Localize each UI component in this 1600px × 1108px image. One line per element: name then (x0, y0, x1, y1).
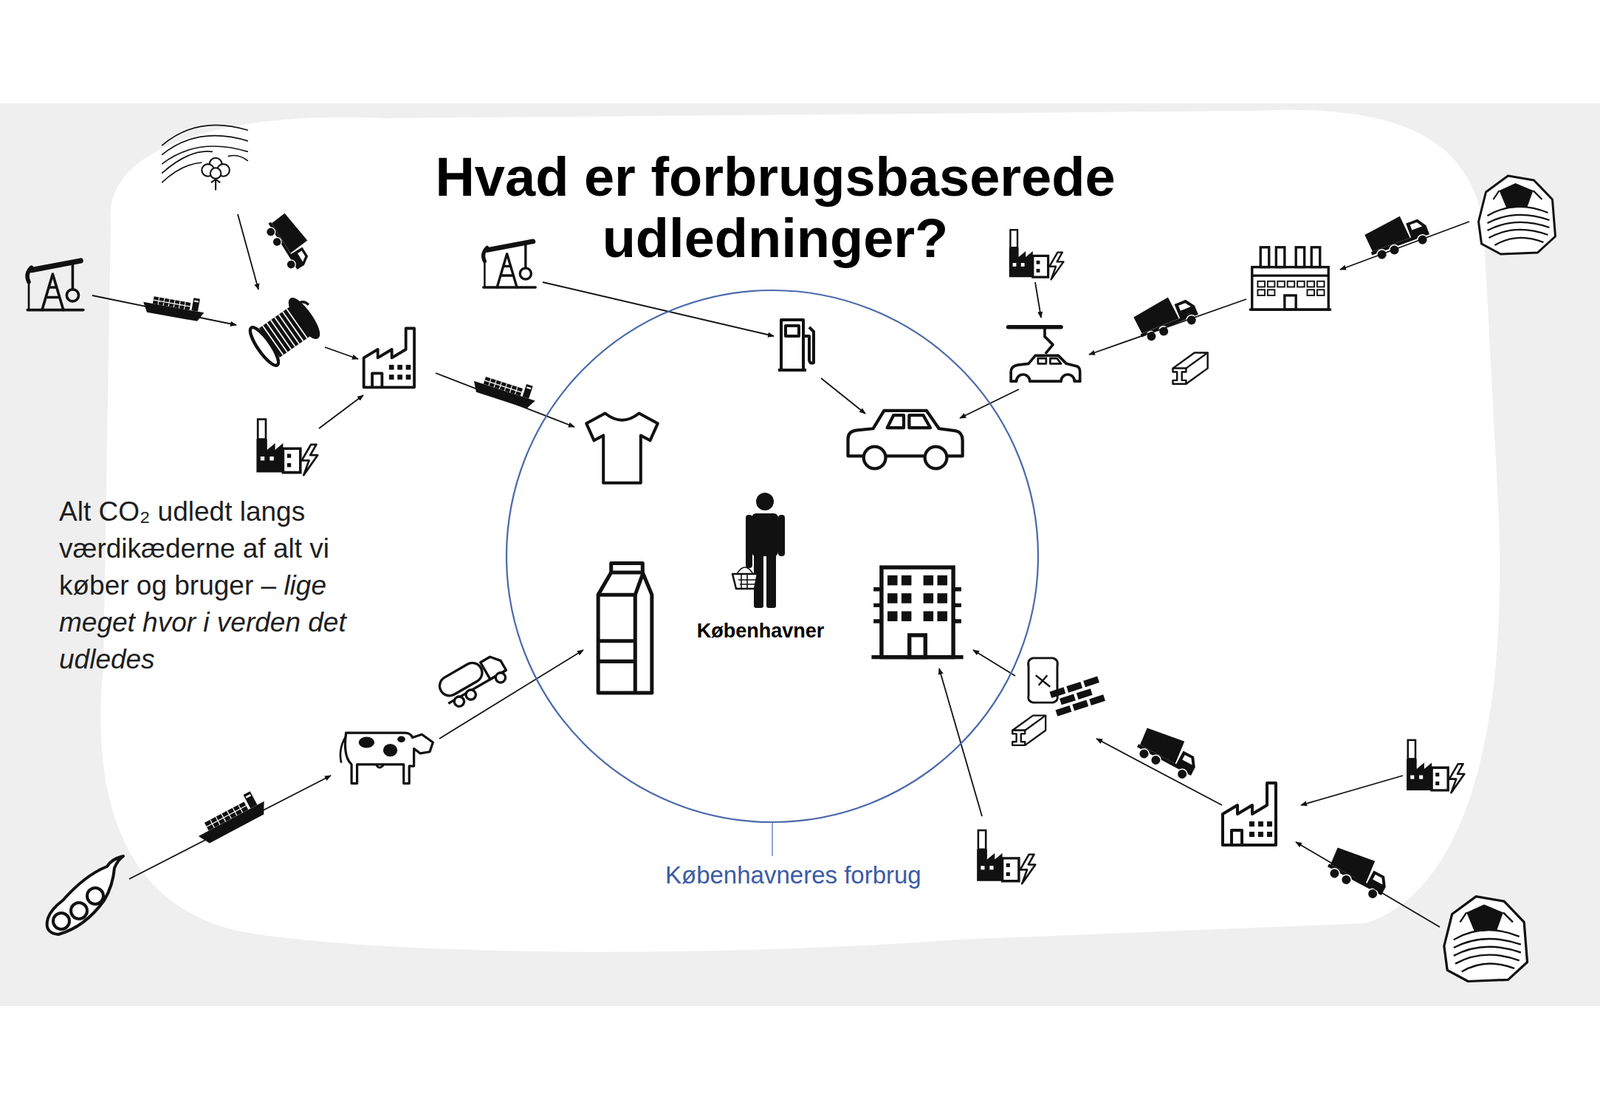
bricks-icon (1049, 675, 1105, 716)
person-icon (732, 492, 785, 608)
arrow (237, 214, 259, 290)
factory-icon (1222, 782, 1276, 845)
circle-outline (505, 288, 1040, 824)
factory-icon (364, 328, 415, 388)
oil-pump-icon (483, 241, 537, 288)
car-icon (848, 410, 963, 469)
arrow (1089, 299, 1247, 355)
arrow (939, 668, 983, 816)
yarn-spool-icon (245, 296, 323, 369)
oil-pump-icon (27, 260, 84, 311)
power-plant-icon (1009, 229, 1064, 280)
truck-icon (1362, 208, 1433, 263)
car-assembly-icon (1008, 327, 1081, 381)
container-ship-icon (191, 787, 270, 846)
arrow (92, 295, 237, 325)
arrow (1300, 775, 1403, 805)
arrow (439, 649, 584, 739)
mine-icon (1478, 175, 1556, 254)
mine-icon (1444, 896, 1528, 982)
truck-icon (1133, 722, 1204, 782)
consumption-circle: Københavneres forbrugKøbenhavner (505, 288, 1040, 824)
arrow (1096, 738, 1222, 805)
arrow (1295, 841, 1440, 927)
container-ship-icon (471, 368, 539, 411)
arrow (542, 282, 774, 336)
fuel-pump-icon (778, 319, 814, 370)
circle-border (506, 290, 1039, 822)
cotton-field-icon (161, 124, 249, 190)
grey-band (0, 103, 1600, 1006)
soybean-icon (47, 855, 124, 935)
title: Hvad er forbrugsbaserede udledninger? (332, 146, 1219, 269)
arrow (1340, 221, 1470, 270)
apartment-building-icon (871, 567, 963, 658)
truck-icon (262, 210, 318, 273)
steel-beam-icon (1012, 715, 1046, 745)
cow-icon (340, 732, 433, 783)
white-brush (100, 110, 1500, 952)
milk-carton-icon (598, 563, 652, 693)
power-plant-icon (1406, 739, 1465, 793)
power-plant-icon (256, 419, 318, 476)
arrow (435, 372, 575, 427)
node-label: Københavner (671, 617, 850, 644)
power-plant-icon (976, 829, 1036, 884)
leader-line (771, 822, 774, 856)
note-text: Alt CO₂ udledt langs værdikæderne af alt… (59, 493, 407, 678)
tshirt-icon (586, 413, 658, 483)
arrow (129, 775, 331, 879)
arrow (821, 378, 866, 414)
arrow (1035, 282, 1042, 318)
arrow (973, 649, 1016, 676)
title-area: Hvad er forbrugsbaserede udledninger? (332, 146, 1219, 269)
arrow (324, 347, 359, 359)
arrow (318, 395, 364, 429)
steel-beam-icon (1173, 352, 1208, 384)
circle-caption: Københavneres forbrug (665, 860, 922, 890)
steel-plant-icon (1249, 247, 1332, 310)
consumer-node: Københavner (671, 491, 850, 639)
